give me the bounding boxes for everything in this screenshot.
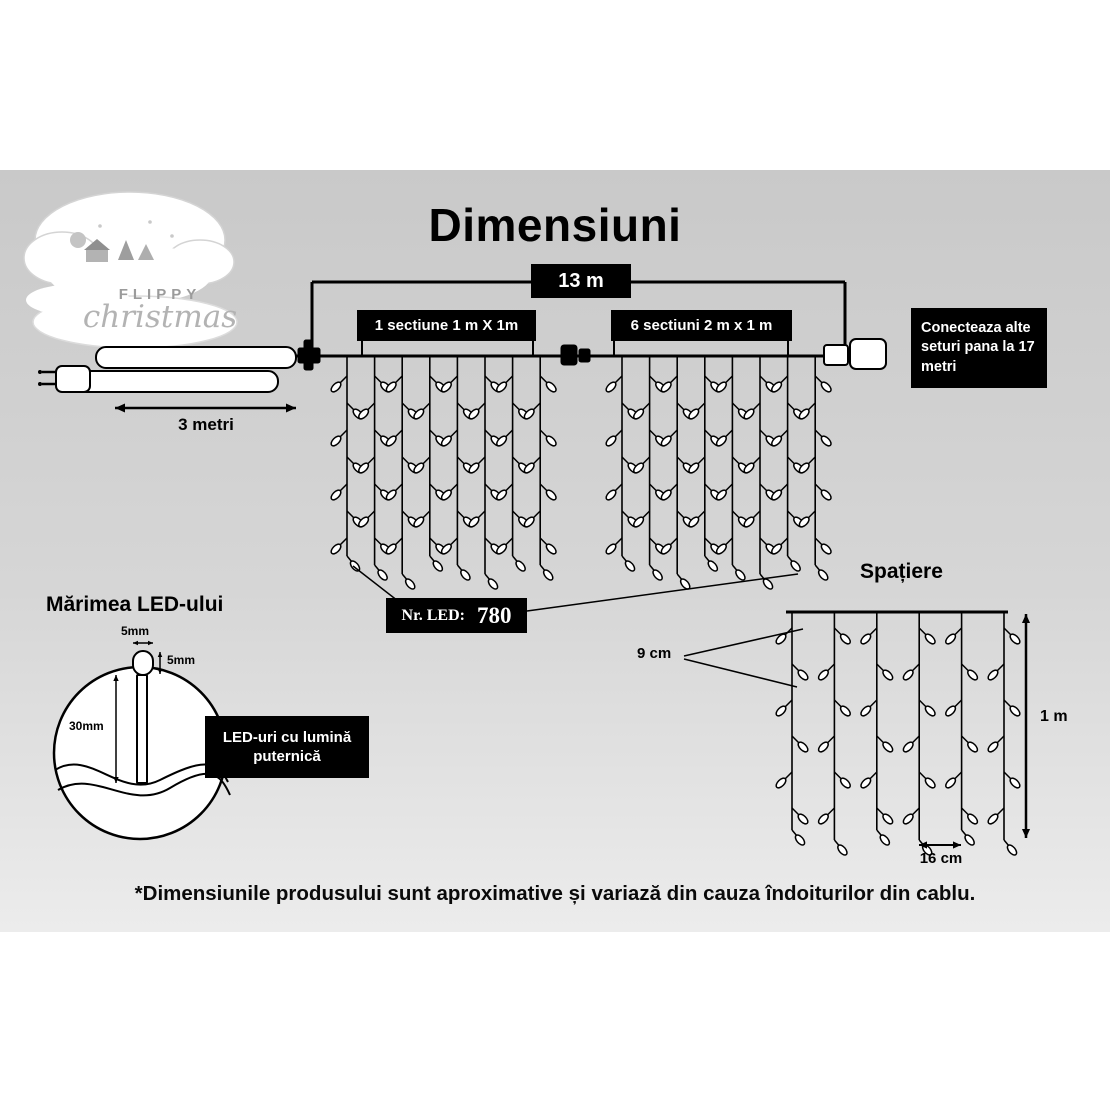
page-title: Dimensiuni (428, 199, 682, 251)
curtain-left (330, 356, 557, 590)
spacing-diagram (683, 610, 1031, 856)
bulb-height-label: 5mm (167, 653, 196, 667)
led-brightness-note-badge: LED-uri cu lumină puternică (205, 716, 369, 778)
spacing-section-title: Spațiere (860, 560, 943, 583)
bulb-width-label: 5mm (121, 624, 150, 638)
led-size-section-title: Mărimea LED-ului (46, 593, 224, 616)
led-count-pointers (352, 565, 799, 612)
total-length-badge: 13 m (531, 264, 631, 298)
drop-height-label: 1 m (1040, 708, 1068, 725)
footer-disclaimer: *Dimensiunile produsului sunt aproximati… (134, 882, 976, 905)
connect-note-badge: Conecteaza alte seturi pana la 17 metri (911, 308, 1047, 388)
section-left-badge: 1 sectiune 1 m X 1m (357, 310, 536, 341)
strand-gap-label: 16 cm (919, 850, 963, 867)
connectors-art (297, 338, 887, 371)
lead-cable-art (38, 346, 297, 413)
led-count-value: 780 (476, 602, 512, 628)
curtain-right (605, 356, 832, 590)
logo-brand-text: FLIPPY (118, 286, 202, 303)
led-count-badge: Nr. LED: 780 (386, 598, 527, 633)
body-length-label: 30mm (69, 719, 104, 733)
led-count-label: Nr. LED: (401, 606, 465, 624)
led-gap-label: 9 cm (637, 645, 672, 662)
lead-cable-length-label: 3 metri (178, 415, 234, 434)
led-size-diagram (52, 640, 231, 841)
section-right-badge: 6 sectiuni 2 m x 1 m (611, 310, 792, 341)
logo-cloud-art (23, 191, 238, 349)
logo-script-text: christmas (82, 299, 238, 335)
